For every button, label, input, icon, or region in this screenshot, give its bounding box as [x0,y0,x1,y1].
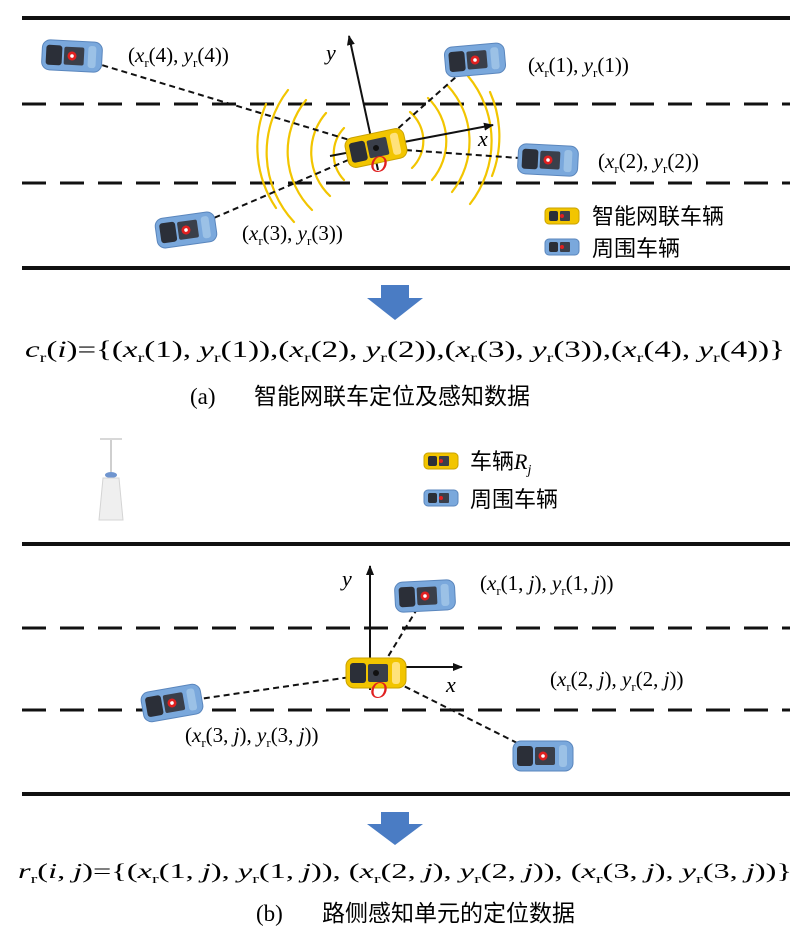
surround-vehicle-b1 [393,578,457,614]
legend-surround-swatch-b [423,489,459,507]
axis-y-label-a: y [324,40,336,65]
surround-vehicle-a4 [40,38,104,74]
coord-label-a3: (xr(3), yr(3)) [242,221,343,248]
panel-b: 车辆Rj 周围车辆 y x O (xr(1, j), yr(1, j)) (xr… [18,438,792,927]
legend-ego-swatch-a [544,207,580,225]
coord-label-a4: (xr(4), yr(4)) [128,43,229,70]
panel-a: y x O (xr(4), yr(4)) (xr(1), yr(1)) (xr(… [22,16,790,410]
coord-label-b2: (xr(2, j), yr(2, j)) [550,667,684,694]
legend-surround-label-a: 周围车辆 [592,237,680,262]
radar-waves-a [256,74,501,224]
caption-text-b: 路侧感知单元的定位数据 [322,901,575,927]
caption-tag-a: (a) [190,384,216,409]
origin-label-a: O [370,152,387,178]
coord-label-b1: (xr(1, j), yr(1, j)) [480,571,614,598]
legend-ego-label-b: 车辆Rj [470,449,531,478]
surround-vehicle-b3 [139,682,205,724]
coord-label-a1: (xr(1), yr(1)) [528,53,629,80]
axis-y-label-b: y [340,566,352,591]
legend-surround-label-b: 周围车辆 [470,488,558,513]
legend-ego-swatch-b [423,452,459,470]
surround-vehicle-a2 [516,142,580,178]
link-lines-a [71,55,549,231]
origin-label-b: O [370,678,387,704]
axis-x-label-b: x [445,672,456,697]
legend-surround-swatch-a [544,238,580,256]
down-arrow-b [367,812,423,845]
legend-ego-label-a: 智能网联车辆 [592,205,724,230]
surround-vehicle-b2 [512,740,574,772]
roadside-unit [98,438,124,521]
caption-tag-b: (b) [256,901,283,926]
down-arrow-a [367,285,423,320]
coord-label-b3: (xr(3, j), yr(3, j)) [185,723,319,750]
caption-text-a: 智能网联车定位及感知数据 [254,384,530,410]
axis-x-label-a: x [477,126,488,151]
surround-vehicle-a1 [443,41,507,79]
surround-vehicle-a3 [153,210,219,250]
coord-label-a2: (xr(2), yr(2)) [598,149,699,176]
